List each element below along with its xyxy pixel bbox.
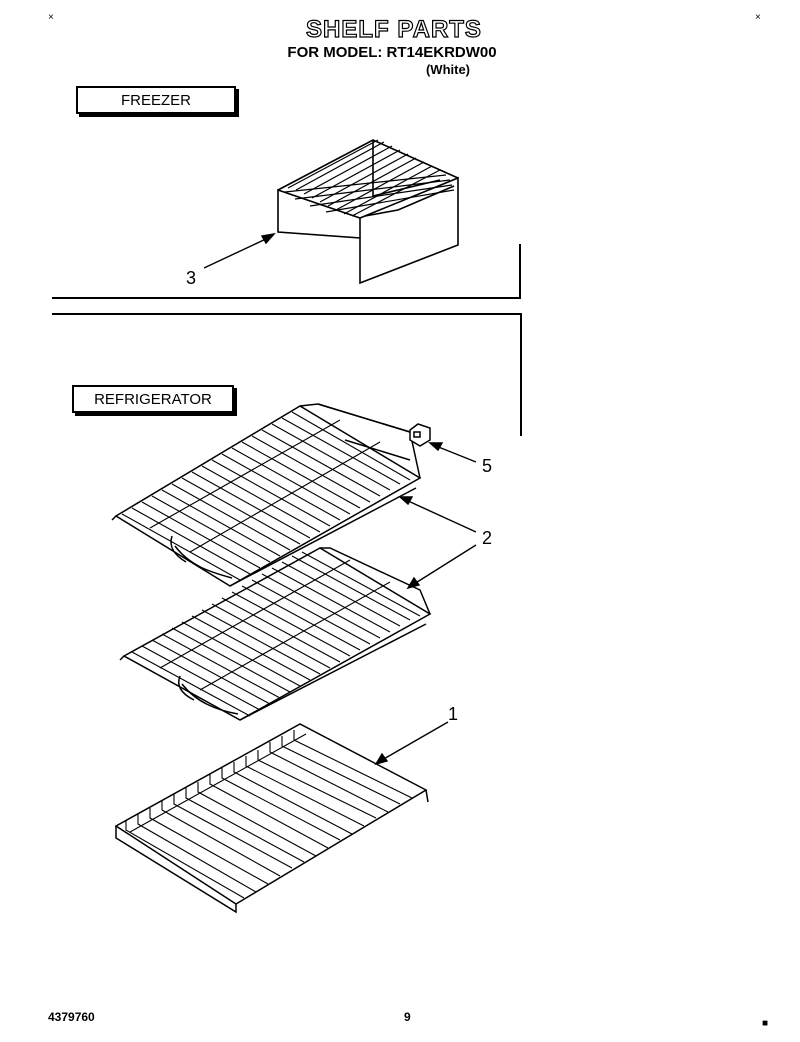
fridge-shelf-lower: [119, 547, 432, 721]
shelf-clip: [317, 403, 431, 447]
freezer-label-box: FREEZER: [76, 86, 236, 114]
corner-mark: ■: [762, 1018, 769, 1029]
crisper-cover-shelf: [114, 723, 429, 914]
callout-leader-3: [203, 232, 276, 269]
corner-mark: ×: [755, 12, 761, 23]
fridge-section-border: [52, 313, 522, 436]
callout-2: 2: [482, 528, 493, 548]
callout-leaders-2: [398, 496, 477, 590]
part-number: 4379760: [48, 1010, 95, 1024]
refrigerator-label-box: REFRIGERATOR: [72, 385, 234, 413]
freezer-shelf: [277, 139, 459, 285]
model-number: FOR MODEL: RT14EKRDW00: [287, 44, 497, 61]
fridge-shelf-upper: [111, 403, 422, 587]
callout-1: 1: [448, 704, 459, 724]
model-color: (White): [425, 62, 471, 77]
callout-3: 3: [186, 268, 197, 288]
callout-5: 5: [482, 456, 493, 476]
freezer-section-border: [52, 244, 521, 299]
page-title: SHELF PARTS: [305, 15, 482, 43]
page-number: 9: [404, 1010, 411, 1024]
callout-leader-5: [428, 442, 477, 463]
callout-leader-1: [374, 721, 449, 766]
corner-mark: ×: [48, 12, 54, 23]
